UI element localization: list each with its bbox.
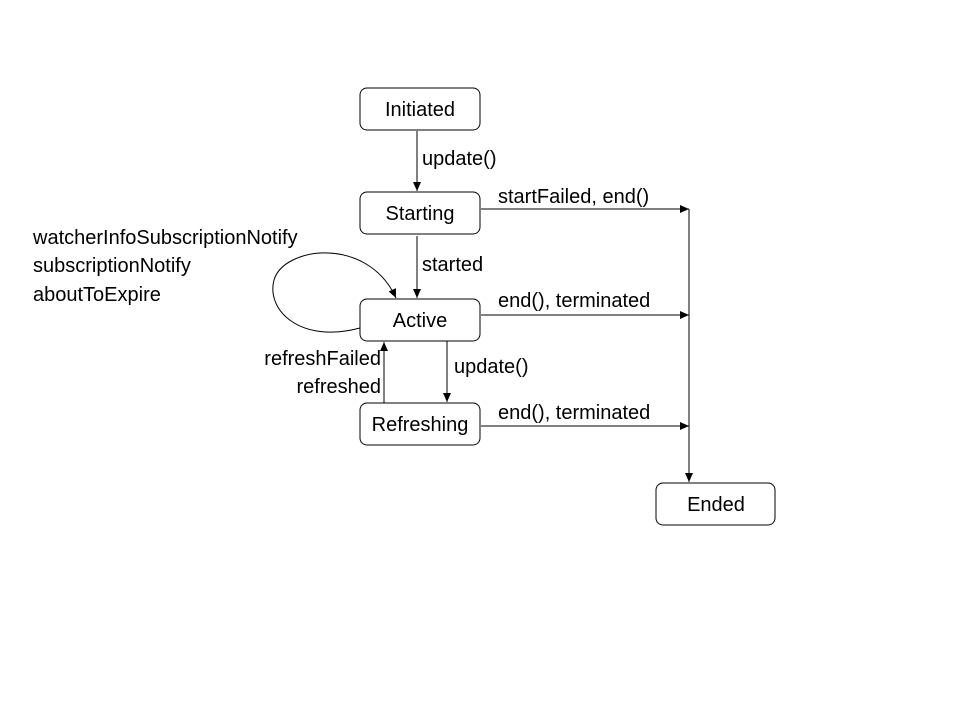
state-active-label: Active xyxy=(393,310,447,332)
state-ended: Ended xyxy=(655,482,776,526)
label-starting-to-ended: startFailed, end() xyxy=(498,186,649,208)
state-refreshing: Refreshing xyxy=(359,402,481,446)
label-initiated-to-starting: update() xyxy=(422,148,497,170)
label-refreshing-to-active-refreshfailed: refreshFailed xyxy=(264,348,381,370)
label-self-loop-abouttoexpire: aboutToExpire xyxy=(33,284,161,306)
state-active: Active xyxy=(359,298,481,342)
state-initiated-label: Initiated xyxy=(385,99,455,121)
state-starting-label: Starting xyxy=(386,203,455,225)
label-active-to-ended: end(), terminated xyxy=(498,290,650,312)
label-starting-to-active: started xyxy=(422,254,483,276)
label-self-loop-watcherinfo: watcherInfoSubscriptionNotify xyxy=(32,227,298,249)
label-self-loop-subscriptionnotify: subscriptionNotify xyxy=(33,255,191,277)
state-starting: Starting xyxy=(359,191,481,235)
label-active-to-refreshing: update() xyxy=(454,356,529,378)
label-refreshing-to-ended: end(), terminated xyxy=(498,402,650,424)
label-refreshing-to-active-refreshed: refreshed xyxy=(297,376,382,398)
state-initiated: Initiated xyxy=(359,87,481,131)
state-refreshing-label: Refreshing xyxy=(372,414,469,436)
state-ended-label: Ended xyxy=(687,494,745,516)
edge-active-self-loop xyxy=(272,252,397,333)
